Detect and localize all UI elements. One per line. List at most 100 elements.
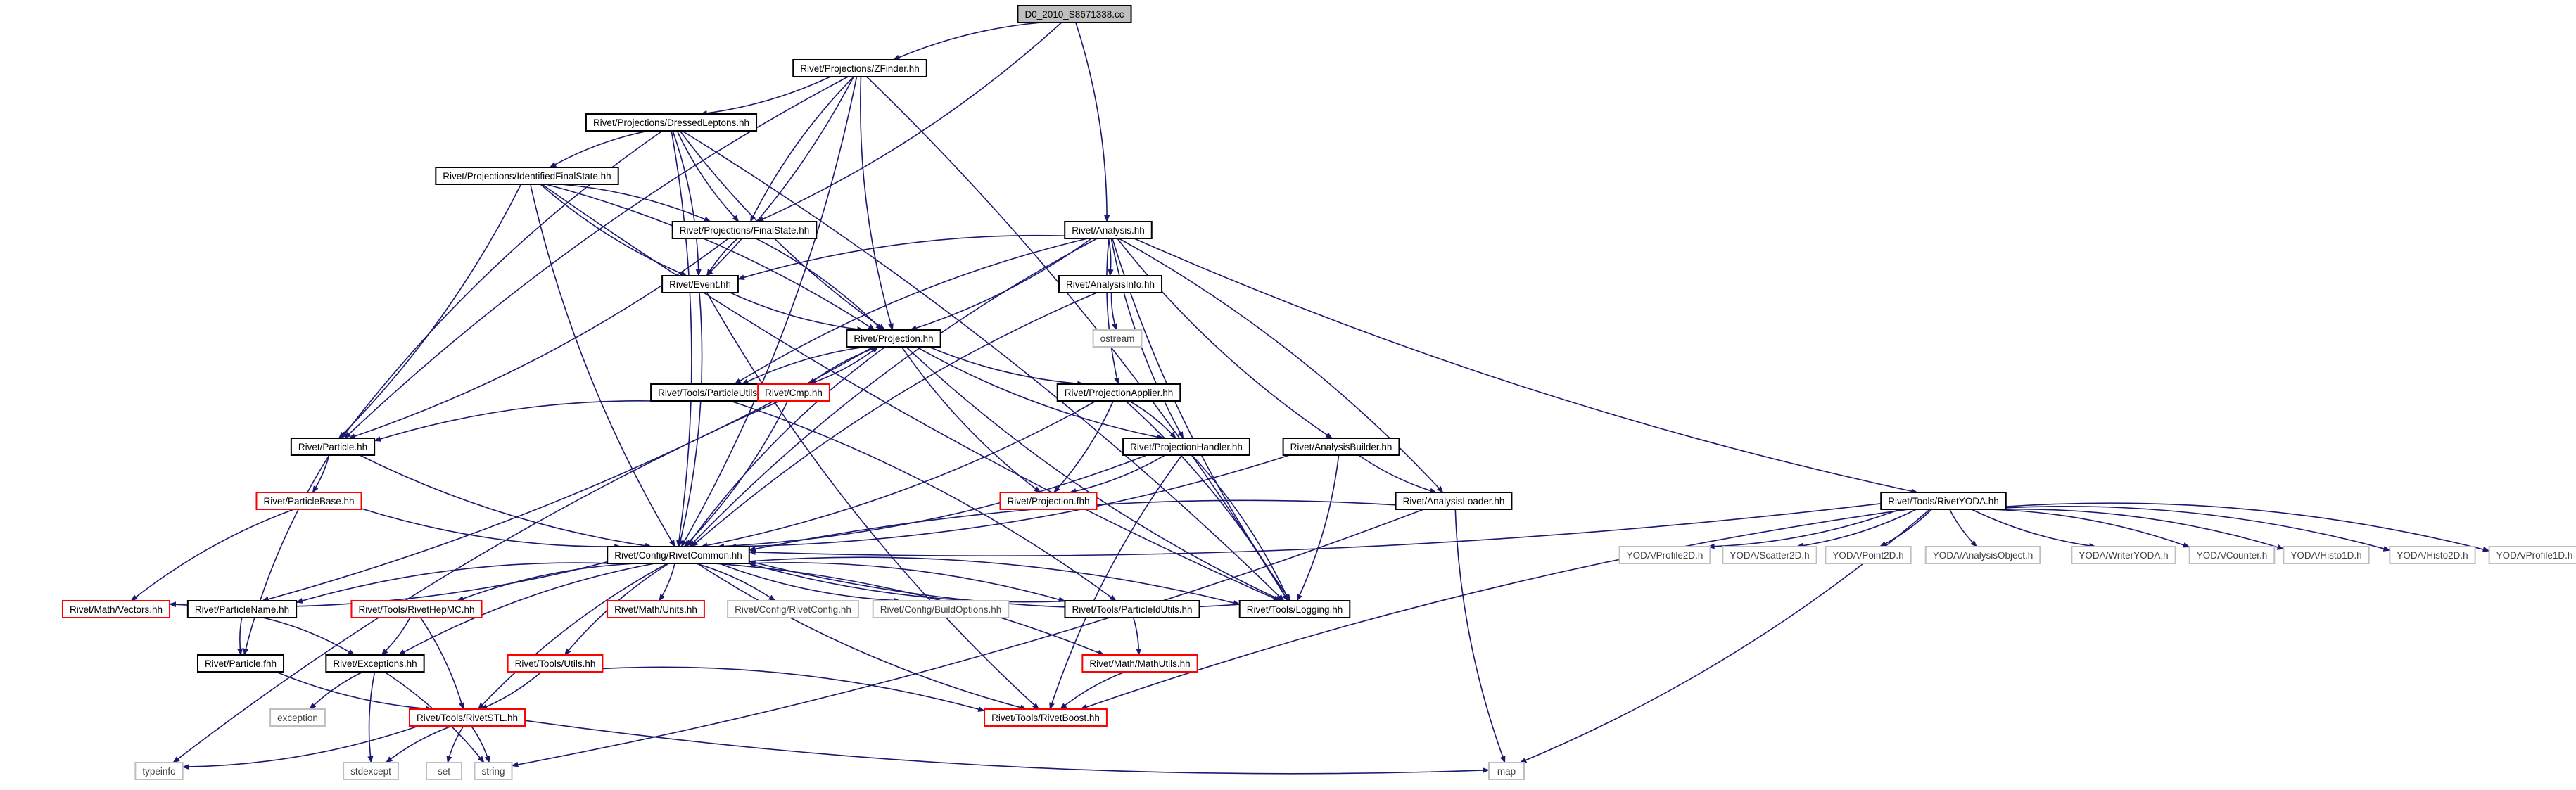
edge-line xyxy=(691,292,1098,547)
node-box xyxy=(661,275,739,293)
edge-line xyxy=(683,400,789,547)
node-label: Rivet/Tools/RivetSTL.hh xyxy=(417,713,518,723)
edges-layer xyxy=(130,22,2490,775)
edge-line xyxy=(1125,400,1288,601)
edge-rivetcommon-to-rivetconfig xyxy=(696,563,776,601)
node-analysisbuilder[interactable]: Rivet/AnalysisBuilder.hh xyxy=(1282,438,1400,456)
node-box xyxy=(2488,546,2576,564)
node-dressed[interactable]: Rivet/Projections/DressedLeptons.hh xyxy=(585,113,758,132)
node-projhandler[interactable]: Rivet/ProjectionHandler.hh xyxy=(1122,438,1250,456)
node-rivetcommon[interactable]: Rivet/Config/RivetCommon.hh xyxy=(607,546,750,564)
node-label: Rivet/Projections/DressedLeptons.hh xyxy=(593,117,749,128)
edge-zfinder-to-rivetcommon xyxy=(680,76,858,547)
edge-line xyxy=(1296,454,1340,601)
edge-line xyxy=(697,563,1027,711)
node-particleidutils[interactable]: Rivet/Tools/ParticleIdUtils.hh xyxy=(1064,600,1200,618)
node-box xyxy=(1488,762,1525,780)
node-label: Rivet/ParticleName.hh xyxy=(195,604,289,615)
node-projection[interactable]: Rivet/Projection.hh xyxy=(846,329,941,348)
node-exceptions[interactable]: Rivet/Exceptions.hh xyxy=(325,654,425,673)
node-particlefhh[interactable]: Rivet/Particle.fhh xyxy=(196,654,285,673)
node-logging[interactable]: Rivet/Tools/Logging.hh xyxy=(1238,600,1351,618)
node-box xyxy=(343,762,399,780)
edge-line xyxy=(338,184,522,439)
node-zfinder[interactable]: Rivet/Projections/ZFinder.hh xyxy=(792,59,927,77)
edge-line xyxy=(419,617,464,710)
node-projapplier[interactable]: Rivet/ProjectionApplier.hh xyxy=(1056,383,1181,402)
node-analysisobject: YODA/AnalysisObject.h xyxy=(1924,546,2041,564)
edge-line xyxy=(749,76,854,222)
node-root[interactable]: D0_2010_S8671338.cc xyxy=(1017,5,1132,23)
edge-line xyxy=(545,184,875,331)
node-box xyxy=(426,762,462,780)
node-event[interactable]: Rivet/Event.hh xyxy=(661,275,739,293)
node-particlebase[interactable]: Rivet/ParticleBase.hh xyxy=(255,492,362,510)
node-box xyxy=(325,654,425,673)
node-finalstate[interactable]: Rivet/Projections/FinalState.hh xyxy=(671,221,818,239)
edge-root-to-finalstate xyxy=(756,22,1062,222)
node-particle[interactable]: Rivet/Particle.hh xyxy=(290,438,376,456)
edge-exceptions-to-stdexcept xyxy=(367,671,376,763)
edge-line xyxy=(1796,509,1917,549)
edge-line xyxy=(1118,238,1444,493)
edge-projection-to-projapplier xyxy=(928,346,1085,387)
edge-projhandler-to-logging xyxy=(1191,454,1290,601)
edge-line xyxy=(312,454,330,493)
edge-line xyxy=(530,184,675,547)
node-rivethepmc[interactable]: Rivet/Tools/RivetHepMC.hh xyxy=(350,600,483,618)
node-cmp[interactable]: Rivet/Cmp.hh xyxy=(757,383,830,402)
edge-idfs-to-event xyxy=(540,184,687,276)
edge-idfs-to-logging xyxy=(541,184,1281,601)
node-vectors[interactable]: Rivet/Math/Vectors.hh xyxy=(61,600,171,618)
edge-line xyxy=(398,563,655,656)
node-label: YODA/WriterYODA.h xyxy=(2079,550,2168,561)
edge-line xyxy=(672,130,702,276)
edge-line xyxy=(477,563,668,710)
edge-line xyxy=(172,400,780,763)
edge-line xyxy=(1988,509,2190,548)
node-mathutils[interactable]: Rivet/Math/MathUtils.hh xyxy=(1081,654,1198,673)
node-rivetstl[interactable]: Rivet/Tools/RivetSTL.hh xyxy=(408,708,526,727)
edge-rivetcommon-to-mathunits xyxy=(659,563,675,601)
node-analysis[interactable]: Rivet/Analysis.hh xyxy=(1064,221,1153,239)
edge-projhandler-to-rivetcommon xyxy=(717,454,1147,549)
edge-line xyxy=(680,76,858,547)
edge-line xyxy=(361,508,622,550)
node-particlename[interactable]: Rivet/ParticleName.hh xyxy=(186,600,298,618)
node-rivetyoda[interactable]: Rivet/Tools/RivetYODA.hh xyxy=(1880,492,2007,510)
edge-line xyxy=(717,454,1147,549)
node-rivetboost[interactable]: Rivet/Tools/RivetBoost.hh xyxy=(984,708,1108,727)
node-toolsutils[interactable]: Rivet/Tools/Utils.hh xyxy=(507,654,604,673)
edge-zfinder-to-event xyxy=(706,76,854,276)
node-particleutils[interactable]: Rivet/Tools/ParticleUtils.hh xyxy=(650,383,778,402)
node-box xyxy=(507,654,604,673)
edge-line xyxy=(511,509,1424,767)
edge-rivetyoda-to-histo2d xyxy=(2005,505,2391,552)
edge-event-to-rivetcommon xyxy=(678,292,703,547)
edge-analysisbuilder-to-analysisloader xyxy=(1358,454,1438,494)
edge-line xyxy=(706,292,1040,710)
edge-line xyxy=(1079,509,1909,710)
edge-line xyxy=(480,671,543,710)
edge-line xyxy=(602,666,986,712)
edge-line xyxy=(730,400,1117,601)
node-analysisinfo[interactable]: Rivet/AnalysisInfo.hh xyxy=(1058,275,1163,293)
edge-projapplier-to-rivetcommon xyxy=(700,400,1096,549)
node-label: Rivet/Tools/ParticleUtils.hh xyxy=(658,388,770,398)
edge-line xyxy=(928,346,1085,387)
edge-line xyxy=(381,617,411,656)
edge-line xyxy=(1110,292,1117,331)
edge-line xyxy=(749,556,1241,606)
edge-dressed-to-logging xyxy=(681,130,1285,601)
node-analysisloader[interactable]: Rivet/AnalysisLoader.hh xyxy=(1395,492,1513,510)
node-mathunits[interactable]: Rivet/Math/Units.hh xyxy=(607,600,705,618)
edge-line xyxy=(1106,238,1120,385)
edge-line xyxy=(696,563,776,601)
edge-zfinder-to-logging xyxy=(866,76,1289,601)
node-box xyxy=(290,438,376,456)
node-projfhh[interactable]: Rivet/Projection.fhh xyxy=(999,492,1098,510)
node-label: exception xyxy=(277,713,318,723)
node-box xyxy=(846,329,941,348)
node-label: Rivet/AnalysisLoader.hh xyxy=(1403,496,1505,507)
node-idfs[interactable]: Rivet/Projections/IdentifiedFinalState.h… xyxy=(435,167,619,185)
